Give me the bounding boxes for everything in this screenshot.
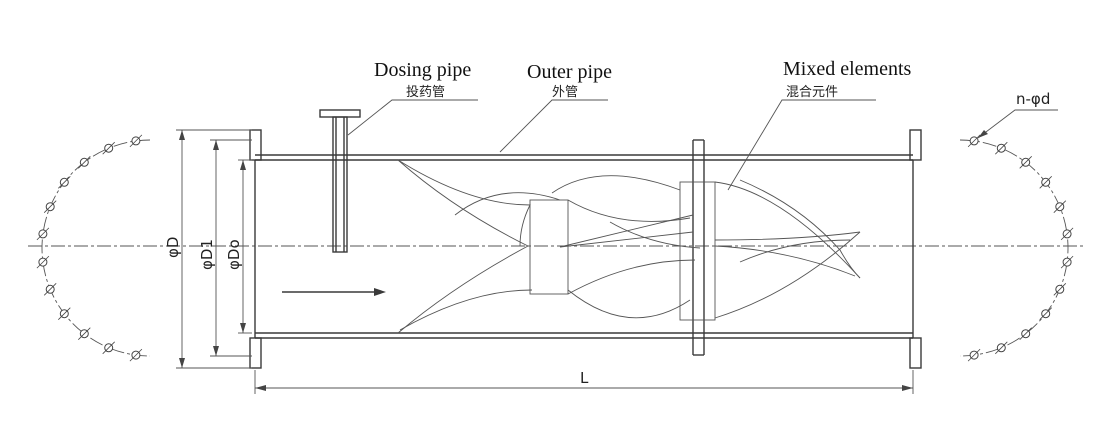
bolt-hole-mark [58,176,71,189]
bolt-hole-mark [36,227,50,241]
outer-pipe-cn-label: 外管 [552,85,578,100]
diameter-do-label: φDo [225,239,243,270]
bolt-hole-mark [129,348,143,362]
right-bolt-holes [967,134,1074,362]
bolt-hole-mark [43,283,57,296]
left-bolt-holes [36,134,143,362]
leader-lines [347,99,1058,191]
bolt-hole-mark [1039,307,1052,320]
mixed-elements-cn-label: 混合元件 [786,85,838,100]
bolt-hole-mark [43,200,57,213]
bolt-hole-mark [1019,327,1032,340]
bolt-hole-mark [58,307,71,320]
dosing-pipe-cn-label: 投药管 [406,84,445,100]
right-flange-bottom [909,337,922,369]
left-flange-bottom [249,337,262,369]
bolt-hole-mark [1053,283,1067,296]
right-flange-top [909,129,922,161]
bolt-holes-label: n-φd [1016,90,1050,108]
right-bolt-circle [959,139,1069,357]
bolt-hole-mark [967,348,981,362]
dosing-pipe [319,109,361,253]
left-bolt-circle [41,139,151,357]
diameter-d1-label: φD1 [198,239,216,270]
outer-pipe-body [255,154,913,339]
bolt-hole-mark [78,327,91,340]
bolt-hole-mark [995,341,1008,355]
mixed-elements-label: Mixed elements [783,58,912,80]
bolt-hole-mark [102,141,115,155]
bolt-hole-mark [995,141,1008,155]
mixing-elements [397,159,861,334]
length-l-label: L [580,369,589,387]
bolt-hole-mark [36,255,50,269]
outer-pipe-label: Outer pipe [527,61,612,83]
bolt-hole-mark [129,134,143,148]
bolt-hole-mark [1060,255,1074,269]
bolt-hole-mark [1060,227,1074,241]
bolt-hole-mark [967,134,981,148]
dosing-pipe-label: Dosing pipe [374,59,471,81]
bolt-hole-mark [102,341,115,355]
bolt-hole-mark [1019,156,1032,169]
flow-direction-arrow [282,288,386,296]
right-flange-end-view [959,134,1074,362]
diameter-d-label: φD [164,237,182,258]
bolt-hole-mark [1039,176,1052,189]
bolt-hole-mark [78,156,91,169]
dimension-lines [176,129,914,394]
bolt-hole-mark [1053,200,1067,213]
left-flange-end-view [36,134,151,362]
